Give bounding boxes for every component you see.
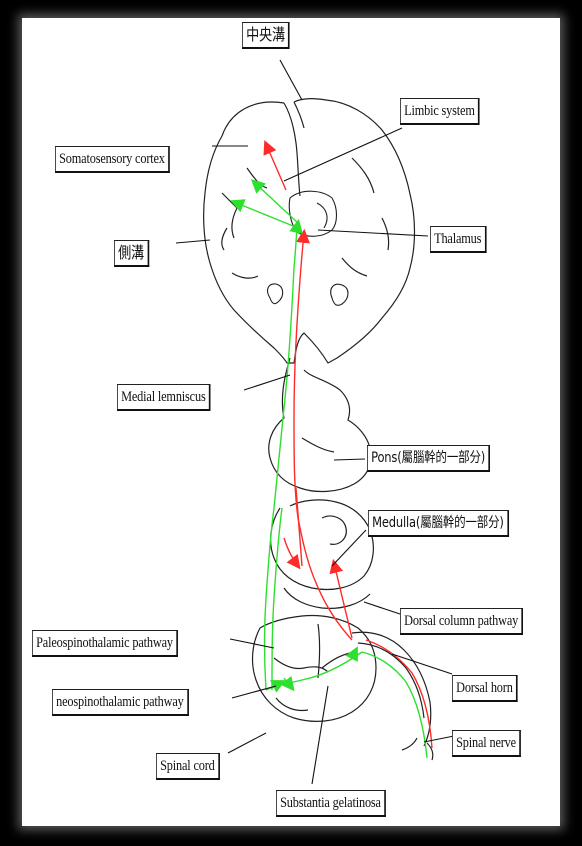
spinal-nerve-outline	[352, 632, 433, 760]
leader-lines	[176, 60, 454, 784]
neospinothalamic-pathway-label: neospinothalamic pathway	[52, 689, 189, 716]
brain-ventricles	[268, 191, 348, 305]
paleospinothalamic-pathway-label: Paleospinothalamic pathway	[32, 630, 178, 657]
spinal-cord-label: Spinal cord	[156, 753, 220, 780]
lateral-sulcus-label: 側溝	[114, 240, 149, 267]
limbic-system-label: Limbic system	[400, 98, 480, 125]
diagram-panel: 中央溝 Limbic system Somatosensory cortex T…	[22, 18, 560, 826]
pons-label: Pons(屬腦幹的一部分)	[367, 445, 490, 472]
dorsal-horn-label: Dorsal horn	[452, 675, 518, 702]
pons-outline	[269, 358, 371, 491]
medulla-label: Medulla(屬腦幹的一部分)	[368, 510, 509, 537]
spinal-nerve-label: Spinal nerve	[452, 730, 521, 757]
thalamus-label: Thalamus	[430, 226, 486, 253]
somatosensory-cortex-label: Somatosensory cortex	[55, 146, 170, 173]
central-sulcus-label: 中央溝	[242, 22, 290, 49]
dorsal-column-pathway-label: Dorsal column pathway	[400, 608, 523, 635]
brain-outline	[204, 99, 415, 363]
substantia-gelatinosa-label: Substantia gelatinosa	[276, 790, 386, 817]
spinal-cord-outline	[253, 616, 376, 722]
medulla-outline	[271, 500, 374, 608]
medial-lemniscus-label: Medial lemniscus	[117, 384, 211, 411]
